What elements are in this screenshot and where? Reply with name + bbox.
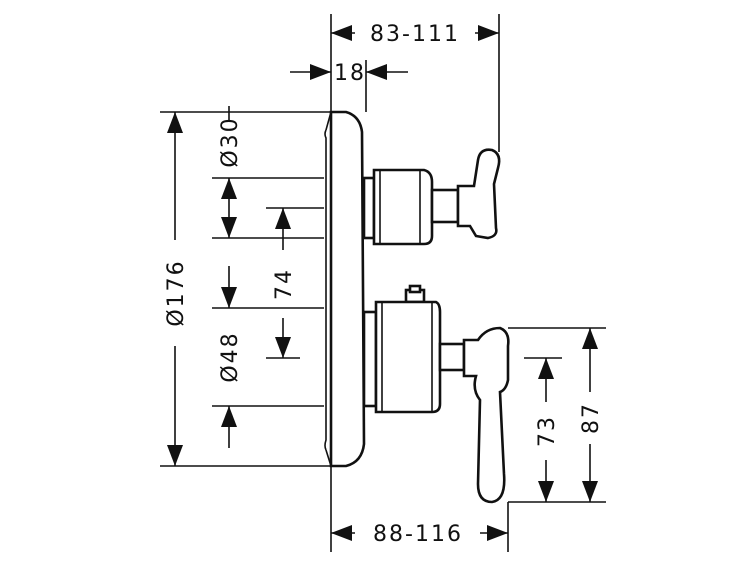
dim-label-73: 73 <box>535 415 560 447</box>
dim-label-74: 74 <box>272 268 297 300</box>
dim-label-diameter-30: Ø30 <box>218 116 243 167</box>
dim-label-diameter-48: Ø48 <box>218 331 243 382</box>
wall-plate <box>324 110 366 468</box>
lower-valve <box>362 284 510 504</box>
upper-valve <box>362 148 501 246</box>
dim-label-87: 87 <box>579 402 604 434</box>
dim-label-diameter-176: Ø176 <box>164 259 189 326</box>
dim-label-88-116: 88-116 <box>373 522 463 547</box>
dimension-lines <box>160 14 606 552</box>
dim-label-83-111: 83-111 <box>370 22 460 47</box>
dim-label-18: 18 <box>334 61 366 86</box>
